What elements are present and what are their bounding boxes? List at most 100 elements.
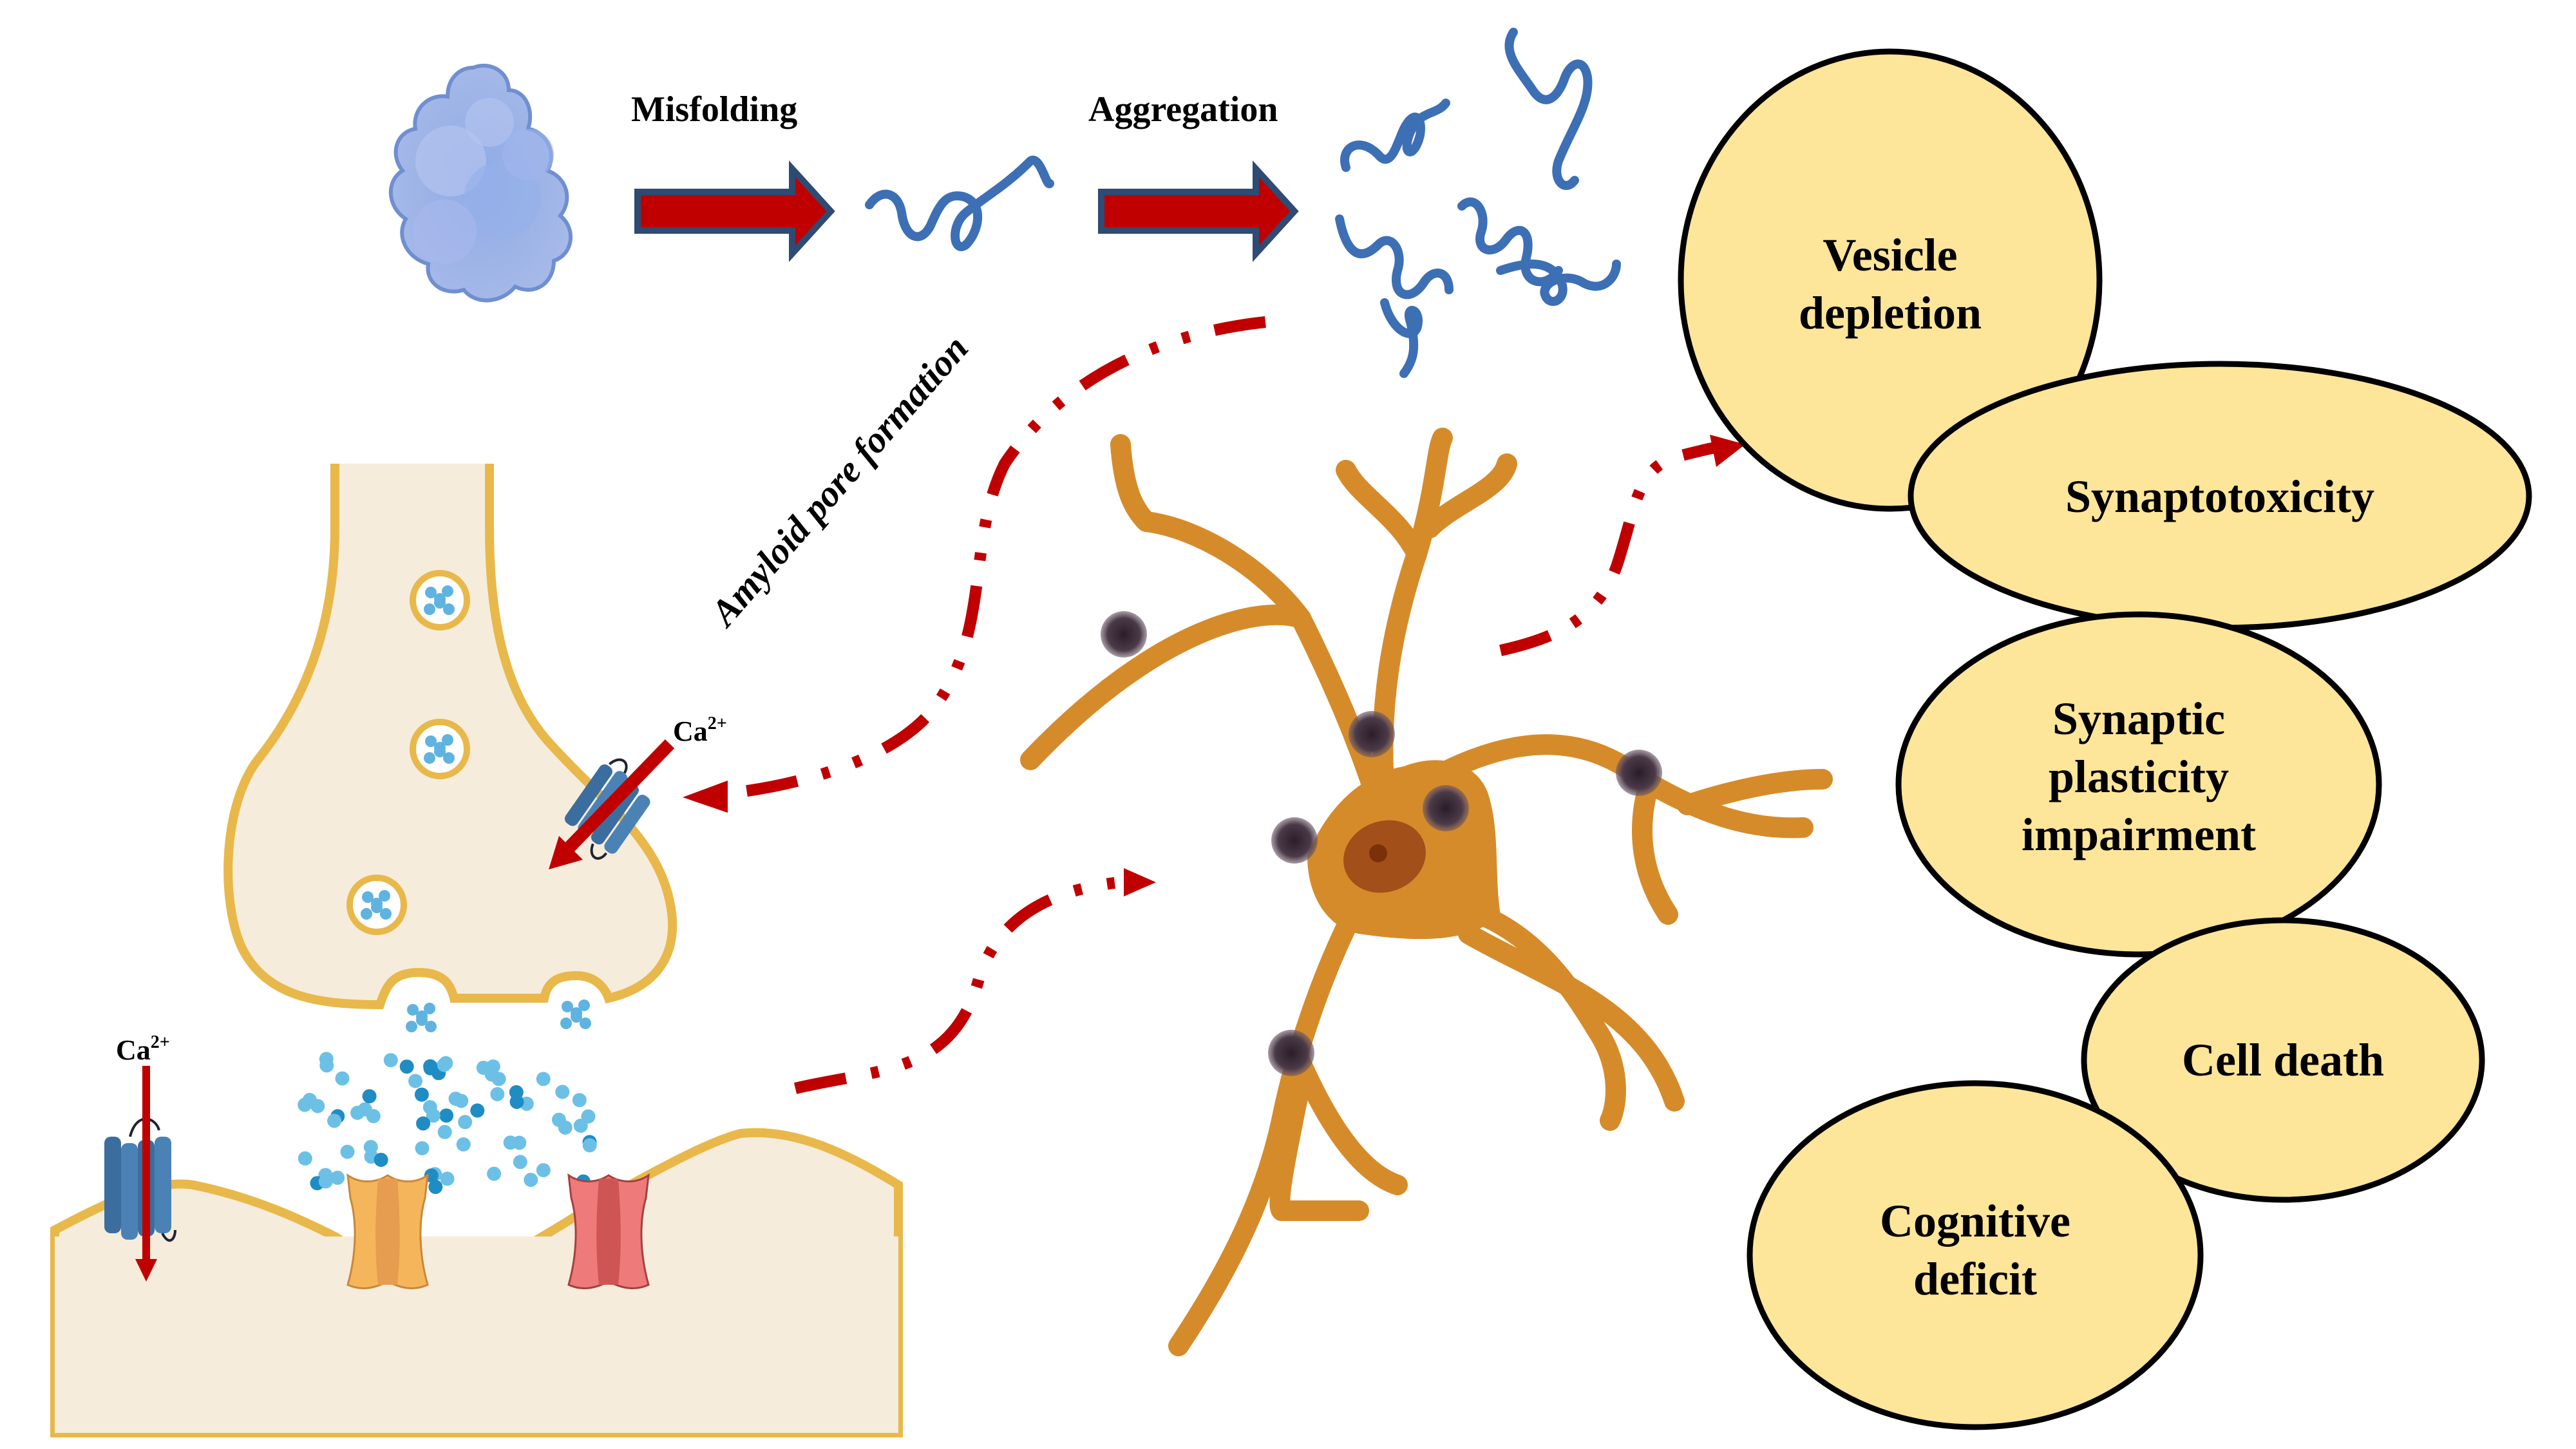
neurotransmitter-dot (318, 1174, 333, 1189)
outcome-line: Synaptic (2052, 693, 2225, 744)
outcome-cognitive-deficit: Cognitive deficit (1747, 1080, 2204, 1430)
neurotransmitter-dot (425, 735, 437, 747)
red-receptor-icon (567, 1173, 650, 1289)
neurotransmitter-dot (327, 1113, 342, 1128)
neurotransmitter-dot (458, 1115, 473, 1130)
neurotransmitter-dot (509, 1094, 524, 1109)
misfolded-monomer-icon (865, 155, 1054, 251)
neurotransmitter-dot (560, 1018, 572, 1029)
neurotransmitter-dot (558, 1120, 573, 1135)
presynaptic-ca-label: Ca2+ (673, 714, 727, 747)
outcome-line: Vesicle (1823, 229, 1957, 281)
presynaptic-calcium-influx-arrow-icon (562, 739, 675, 855)
neurotransmitter-dot (448, 1092, 463, 1106)
svg-text:Cell death: Cell death (2182, 1034, 2384, 1086)
neurotransmitter-dot (406, 1021, 417, 1032)
neurotransmitter-dot (582, 1138, 597, 1153)
neurotransmitter-dot (442, 585, 453, 597)
neurotransmitter-dot (371, 898, 383, 909)
neurotransmitter-dot (443, 603, 455, 615)
svg-text:plasticity: plasticity (2049, 751, 2229, 802)
outcome-line: impairment (2022, 809, 2256, 860)
outcome-line: Synaptotoxicity (2065, 471, 2374, 522)
neurotransmitter-dot (319, 1058, 334, 1073)
outcome-vesicle-depletion: Vesicle depletion (1678, 48, 2103, 512)
neurotransmitter-dot (380, 908, 392, 920)
released-neurotransmitters (298, 1052, 597, 1195)
outcome-line: plasticity (2049, 751, 2229, 802)
neurotransmitter-dot (407, 1004, 419, 1016)
neurotransmitter-dot (555, 1084, 570, 1099)
neurotransmitter-dot (379, 890, 390, 902)
neurotransmitter-dot (456, 1137, 471, 1151)
neurotransmitter-dot (562, 1001, 573, 1012)
amyloid-plaque-icon (1349, 711, 1395, 757)
neurotransmitter-dot (439, 1108, 454, 1123)
neurotransmitter-dot (424, 603, 435, 615)
amyloid-pore-formation-label: Amyloid pore formation (701, 327, 976, 635)
outcome-synaptotoxicity: Synaptotoxicity (1908, 361, 2532, 631)
svg-text:Vesicle: Vesicle (1823, 229, 1957, 281)
outcome-line: Cell death (2182, 1034, 2384, 1086)
synapse-illustration: Ca2+ Ca2+ (50, 464, 903, 1437)
neurotransmitter-dot (513, 1155, 527, 1170)
outcome-line: depletion (1799, 287, 1982, 339)
neurotransmitter-dot (357, 1102, 372, 1117)
nucleolus (1369, 844, 1387, 862)
neurotransmitter-dot (487, 1166, 502, 1181)
svg-text:Synaptic: Synaptic (2052, 693, 2225, 744)
svg-text:deficit: deficit (1913, 1253, 2037, 1305)
neurotransmitter-dot (423, 1059, 438, 1074)
neurotransmitter-dot (362, 891, 374, 903)
outcome-line: Cognitive (1880, 1195, 2070, 1247)
step-label-misfolding: Misfolding (631, 90, 797, 129)
neurotransmitter-dot (298, 1151, 312, 1166)
synapse-to-neuron-arrow (793, 876, 1121, 1094)
neurotransmitter-dot (399, 1059, 414, 1074)
neurotransmitter-dot (470, 1103, 485, 1118)
orange-receptor-icon (346, 1173, 429, 1289)
postsynaptic-ca-label: Ca2+ (116, 1032, 170, 1066)
misfolding-arrow-icon (634, 160, 835, 262)
svg-text:depletion: depletion (1799, 287, 1982, 339)
neurotransmitter-dot (310, 1099, 325, 1113)
svg-text:Synaptotoxicity: Synaptotoxicity (2065, 471, 2374, 522)
outcome-line: deficit (1913, 1253, 2037, 1305)
neurotransmitter-dot (362, 1089, 377, 1104)
neurotransmitter-dot (428, 1180, 443, 1195)
neurotransmitter-dot (383, 1053, 398, 1068)
neurotransmitter-dot (491, 1072, 506, 1086)
outcome-synaptic-plasticity-impairment: Synaptic plasticity impairment (1895, 611, 2382, 958)
neurotransmitter-dot (424, 752, 435, 764)
synapse-to-neuron-arrowhead-icon (1124, 868, 1156, 896)
outcome-cell-death: Cell death (2081, 917, 2485, 1203)
neurotransmitter-dot (437, 1057, 451, 1072)
neurotransmitter-dot (416, 1116, 431, 1131)
neurotransmitter-dot (330, 1170, 345, 1185)
amyloid-plaque-icon (1101, 611, 1147, 658)
neurotransmitter-dot (416, 1010, 428, 1022)
neurotransmitter-dot (571, 1007, 582, 1019)
neurotransmitter-dot (340, 1144, 355, 1159)
amyloid-plaque-icon (1271, 817, 1318, 864)
neurotransmitter-dot (408, 1074, 422, 1088)
amyloid-plaque-icon (1616, 750, 1662, 796)
neurotransmitter-dot (536, 1163, 551, 1178)
amyloid-aggregates-icon (1335, 28, 1621, 378)
neurotransmitter-dot (572, 1093, 587, 1108)
neurotransmitter-dot (503, 1135, 518, 1150)
neurotransmitter-dot (335, 1071, 350, 1086)
postsynaptic-calcium-arrowhead-icon (135, 1259, 157, 1282)
amyloid-plaque-icon (1268, 1030, 1314, 1076)
neurotransmitter-dot (476, 1061, 491, 1075)
neurotransmitter-dot (434, 742, 446, 753)
neurotransmitter-dot (424, 1003, 435, 1014)
amyloid-plaque-icon (1423, 785, 1469, 831)
amyloid-pore-arrow (701, 316, 1266, 801)
neuron-to-outcomes-arrowhead-icon (1710, 435, 1745, 467)
neurotransmitter-dot (434, 593, 446, 605)
neuron-illustration (1020, 428, 1833, 1356)
neurotransmitter-dot (437, 1124, 452, 1139)
neurotransmitter-dot (490, 1087, 505, 1101)
